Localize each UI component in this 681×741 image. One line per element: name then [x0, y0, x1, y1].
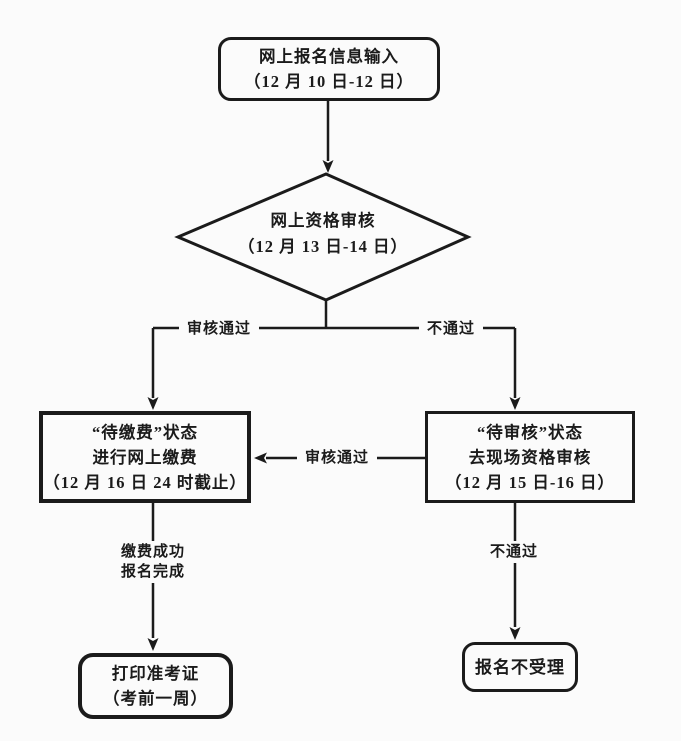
node-onsite-line3: （12 月 15 日-16 日）	[445, 472, 615, 492]
edge-label-pass-left: 审核通过	[178, 318, 260, 340]
edge-label-pay-done: 缴费成功 报名完成	[112, 541, 194, 583]
node-decision-label: 网上资格审核 （12 月 13 日-14 日）	[212, 208, 434, 260]
edge-label-fail-bottom-text: 不通过	[489, 544, 539, 560]
node-start-line1: 网上报名信息输入	[259, 47, 399, 66]
edge-label-pay-done-line2: 报名完成	[120, 564, 186, 580]
edge-label-pay-done-line1: 缴费成功	[120, 544, 186, 560]
arrowhead-into-decision	[322, 160, 334, 173]
node-start: 网上报名信息输入 （12 月 10 日-12 日）	[218, 37, 440, 101]
arrowhead-into-pay	[147, 397, 159, 410]
arrowhead-into-pay-side	[254, 452, 267, 464]
node-pay-line3: （12 月 16 日 24 时截止）	[43, 472, 247, 492]
edge-label-pass-left-text: 审核通过	[186, 321, 252, 337]
node-decision-line2: （12 月 13 日-14 日）	[238, 237, 408, 256]
edge-label-onsite-pass-text: 审核通过	[304, 450, 370, 466]
node-onsite: “待审核”状态 去现场资格审核 （12 月 15 日-16 日）	[425, 411, 635, 503]
node-start-line2: （12 月 10 日-12 日）	[244, 72, 414, 91]
edge-label-fail-right-text: 不通过	[426, 321, 476, 337]
edge-label-fail-right: 不通过	[418, 318, 484, 340]
node-pay-line2: 进行网上缴费	[92, 447, 198, 467]
node-print: 打印准考证 （考前一周）	[78, 653, 233, 719]
node-pay-line1: “待缴费”状态	[92, 422, 198, 442]
node-onsite-line1: “待审核”状态	[477, 422, 583, 442]
node-reject-line1: 报名不受理	[475, 657, 565, 677]
arrowhead-into-reject	[509, 627, 521, 640]
node-print-line2: （考前一周）	[103, 689, 208, 708]
edge-label-fail-bottom: 不通过	[481, 541, 547, 563]
node-onsite-line2: 去现场资格审核	[468, 447, 592, 467]
edge-label-onsite-pass: 审核通过	[296, 447, 378, 469]
node-decision-line1: 网上资格审核	[270, 211, 376, 230]
arrowhead-into-print	[147, 638, 159, 651]
node-print-line1: 打印准考证	[111, 664, 200, 683]
arrowhead-into-onsite	[509, 397, 521, 410]
node-pay: “待缴费”状态 进行网上缴费 （12 月 16 日 24 时截止）	[39, 411, 251, 503]
node-reject: 报名不受理	[462, 642, 578, 692]
